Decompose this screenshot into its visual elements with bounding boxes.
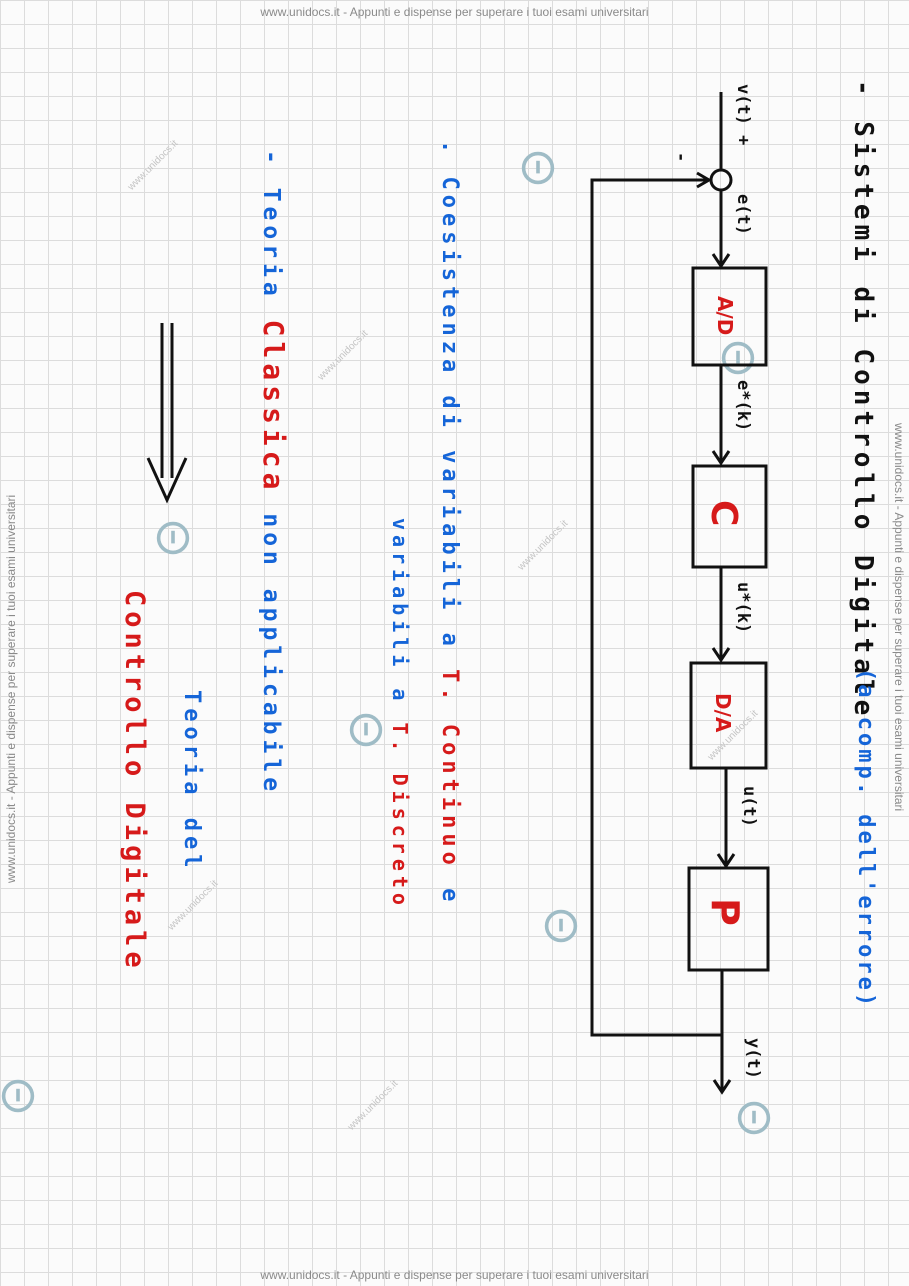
watermark-logo-icon	[544, 909, 578, 943]
arrow-head-icon	[711, 450, 731, 466]
watermark-logo-icon	[349, 713, 383, 747]
minus-sign-label: -	[671, 152, 691, 162]
block-c	[691, 464, 768, 569]
input-signal-label: v(t) +	[733, 84, 753, 145]
block-ad-label: A/D	[713, 296, 737, 335]
implication-arrow-icon	[146, 323, 188, 504]
block-p	[687, 866, 770, 972]
block-da	[689, 661, 768, 770]
error-signal-label: e(t)	[733, 194, 753, 235]
watermark-bottom: www.unidocs.it - Appunti e dispense per …	[260, 1268, 649, 1282]
watermark-logo-icon	[737, 1101, 771, 1135]
output-signal-label: y(t)	[743, 1038, 763, 1079]
watermark-logo-icon	[721, 341, 755, 375]
sampled-control-label: u*(k)	[733, 582, 753, 633]
summing-junction	[709, 168, 733, 192]
watermark-logo-icon	[1, 1079, 35, 1113]
conclusion-line2: Controllo Digitale	[119, 590, 150, 973]
block-p-label: P	[703, 898, 747, 926]
arrow-head-icon	[711, 253, 731, 269]
block-ad	[691, 266, 768, 367]
arrow-head-icon	[696, 171, 712, 189]
sampled-error-label: e*(k)	[733, 380, 753, 431]
control-signal-label: u(t)	[739, 786, 759, 827]
block-c-label: C	[703, 500, 744, 526]
arrow-head-icon	[711, 647, 731, 663]
note-coexistence-line2: variabili a T. Discreto	[388, 518, 412, 910]
block-da-label: D/A	[711, 693, 735, 733]
arrow-head-icon	[712, 1079, 732, 1095]
note-theory: - Teoria Classica non applicabile	[257, 150, 290, 797]
conclusion-line1: Teoria del	[179, 690, 204, 873]
watermark-top: www.unidocs.it - Appunti e dispense per …	[260, 5, 649, 19]
watermark-logo-icon	[521, 151, 555, 185]
arrow-head-icon	[716, 853, 736, 869]
feedback-wire	[590, 178, 722, 1037]
watermark-logo-icon	[156, 521, 190, 555]
note-coexistence-line1: . Coesistenza di variabili a T. Continuo…	[437, 140, 462, 907]
